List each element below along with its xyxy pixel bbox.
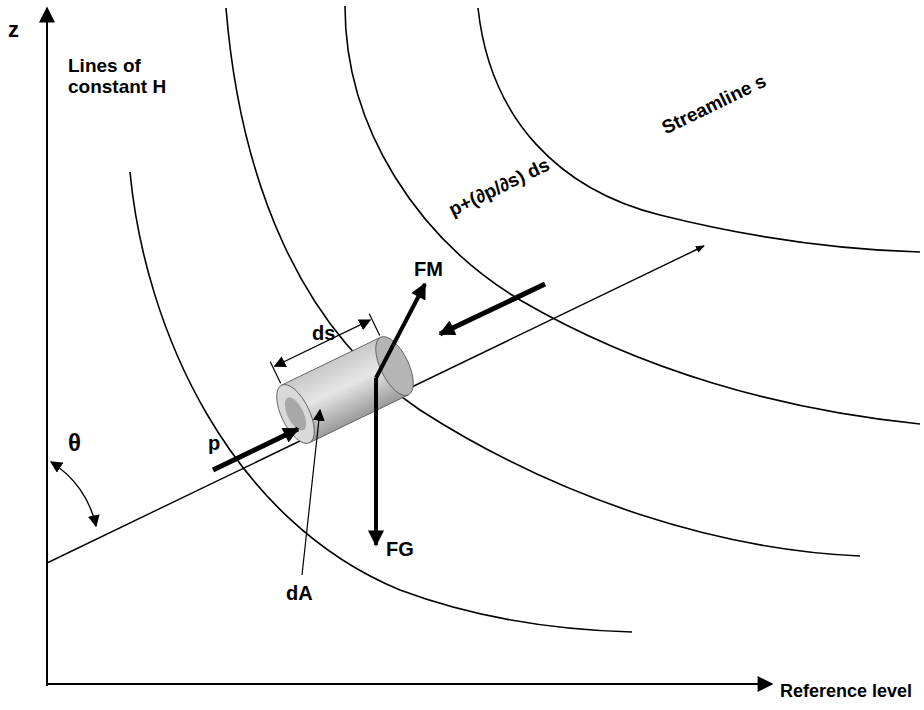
force-arrow — [376, 284, 425, 378]
pressure-label: p — [208, 432, 220, 454]
force-label: FG — [386, 538, 414, 560]
angle-label: θ — [68, 430, 81, 456]
force-label: FM — [414, 258, 443, 280]
axis-label: Reference level — [780, 682, 912, 702]
force-arrow — [374, 378, 378, 545]
dimension-label: ds — [312, 322, 335, 344]
curve-label: Lines of constant H — [68, 56, 193, 98]
angle-arc — [51, 462, 96, 526]
reference-axis — [47, 683, 772, 685]
axis-label: z — [8, 18, 19, 42]
pressure-label: p+(∂p/∂s) ds — [446, 155, 553, 221]
streamline — [47, 246, 704, 563]
z-axis — [46, 8, 48, 686]
leader-line — [302, 410, 320, 575]
fluid-element — [258, 308, 421, 449]
area-label: dA — [286, 582, 313, 604]
pressure-arrow — [213, 429, 298, 470]
pressure-arrow — [440, 284, 545, 334]
constant-h-lines — [130, 6, 920, 632]
streamline-label: Streamline s — [659, 71, 770, 139]
